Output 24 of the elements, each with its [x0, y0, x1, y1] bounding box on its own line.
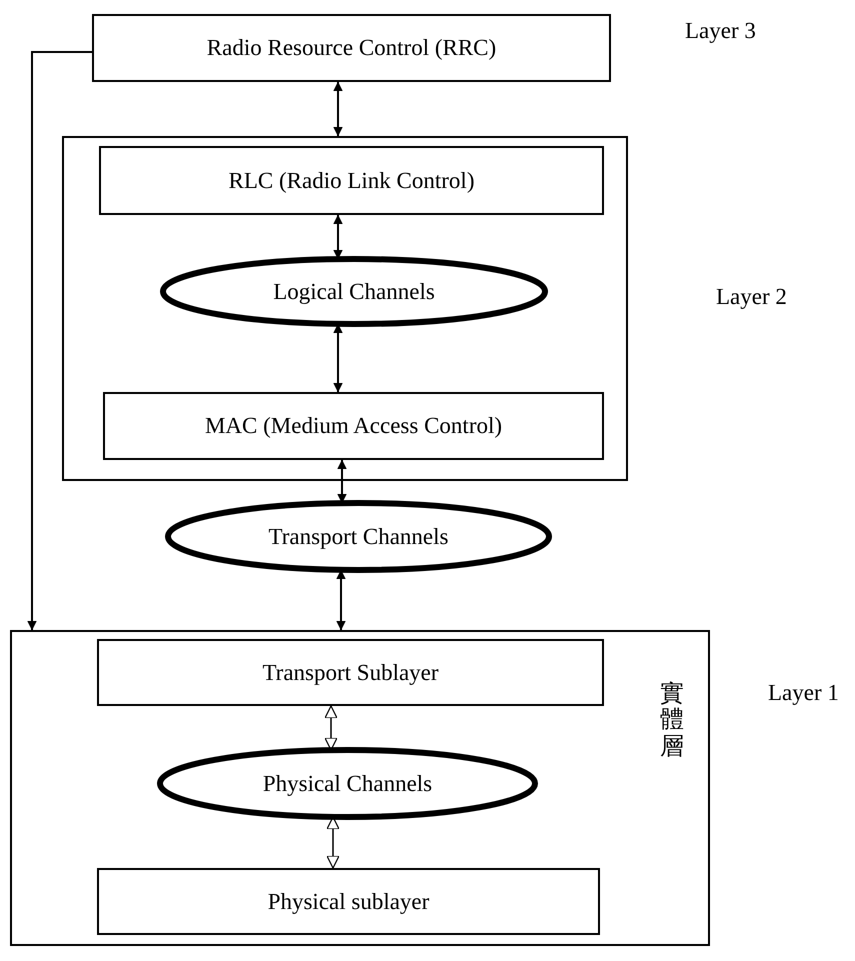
- arrow: [333, 82, 343, 136]
- node-label: Physical Channels: [262, 770, 432, 796]
- channel-ellipse: [165, 500, 552, 573]
- layer-box: [97, 639, 604, 706]
- layer-box: [99, 146, 604, 215]
- channel-ellipse: [157, 747, 538, 820]
- node-label: Transport Sublayer: [262, 660, 439, 686]
- node-label: Logical Channels: [273, 278, 435, 304]
- node-label: Physical sublayer: [268, 888, 430, 914]
- layer-label: Layer 2: [716, 284, 787, 310]
- layer-box: [97, 868, 600, 935]
- layer-label: Layer 1: [768, 680, 839, 706]
- vertical-label: 實體層: [660, 680, 684, 760]
- layer-container: [10, 630, 710, 946]
- layer-box: [103, 392, 604, 460]
- layer-label: Layer 3: [685, 18, 756, 44]
- node-label: Radio Resource Control (RRC): [206, 35, 496, 61]
- layer-box: [92, 14, 611, 82]
- arrow: [27, 51, 92, 630]
- node-label: RLC (Radio Link Control): [228, 168, 474, 194]
- channel-ellipse: [160, 256, 548, 327]
- layer-container: [62, 136, 628, 481]
- node-label: Transport Channels: [268, 524, 448, 550]
- node-label: MAC (Medium Access Control): [204, 413, 502, 439]
